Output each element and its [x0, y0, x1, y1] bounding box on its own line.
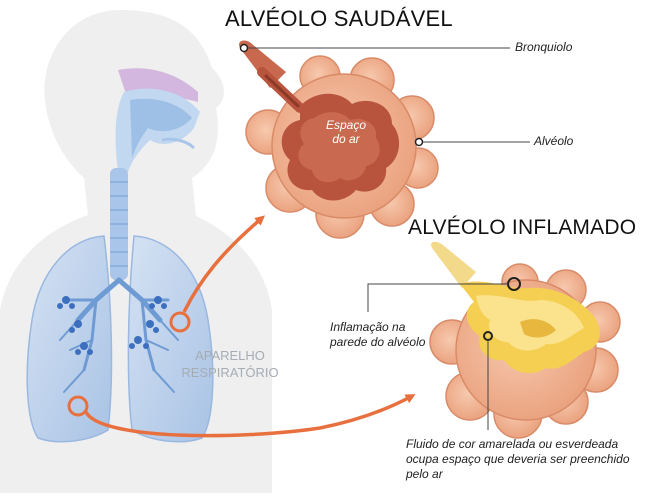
inflammation-label: Inflamação na parede do alvéolo: [330, 320, 425, 350]
air-space-line2: do ar: [316, 132, 376, 146]
respiratory-line2: RESPIRATÓRIO: [170, 364, 290, 381]
fluid-line2: ocupa espaço que deveria ser preenchido: [406, 452, 630, 467]
inflammation-line2: parede do alvéolo: [330, 335, 425, 350]
alveolus-label: Alvéolo: [534, 134, 573, 148]
inflammation-line1: Inflamação na: [330, 320, 425, 335]
fluid-line1: Fluido de cor amarelada ou esverdeada: [406, 437, 630, 452]
bronchiole-label: Bronquiolo: [515, 40, 572, 54]
fluid-label: Fluido de cor amarelada ou esverdeada oc…: [406, 437, 630, 482]
healthy-alveolus-heading: ALVÉOLO SAUDÁVEL: [225, 6, 453, 32]
fluid-line3: pelo ar: [406, 467, 630, 482]
respiratory-system-label: APARELHO RESPIRATÓRIO: [170, 347, 290, 381]
respiratory-line1: APARELHO: [170, 347, 290, 364]
air-space-line1: Espaço: [316, 118, 376, 132]
air-space-label: Espaço do ar: [316, 118, 376, 146]
trachea: [110, 168, 128, 280]
inflamed-alveolus-cluster: [430, 242, 620, 438]
inflamed-alveolus-heading: ALVÉOLO INFLAMADO: [408, 216, 636, 240]
